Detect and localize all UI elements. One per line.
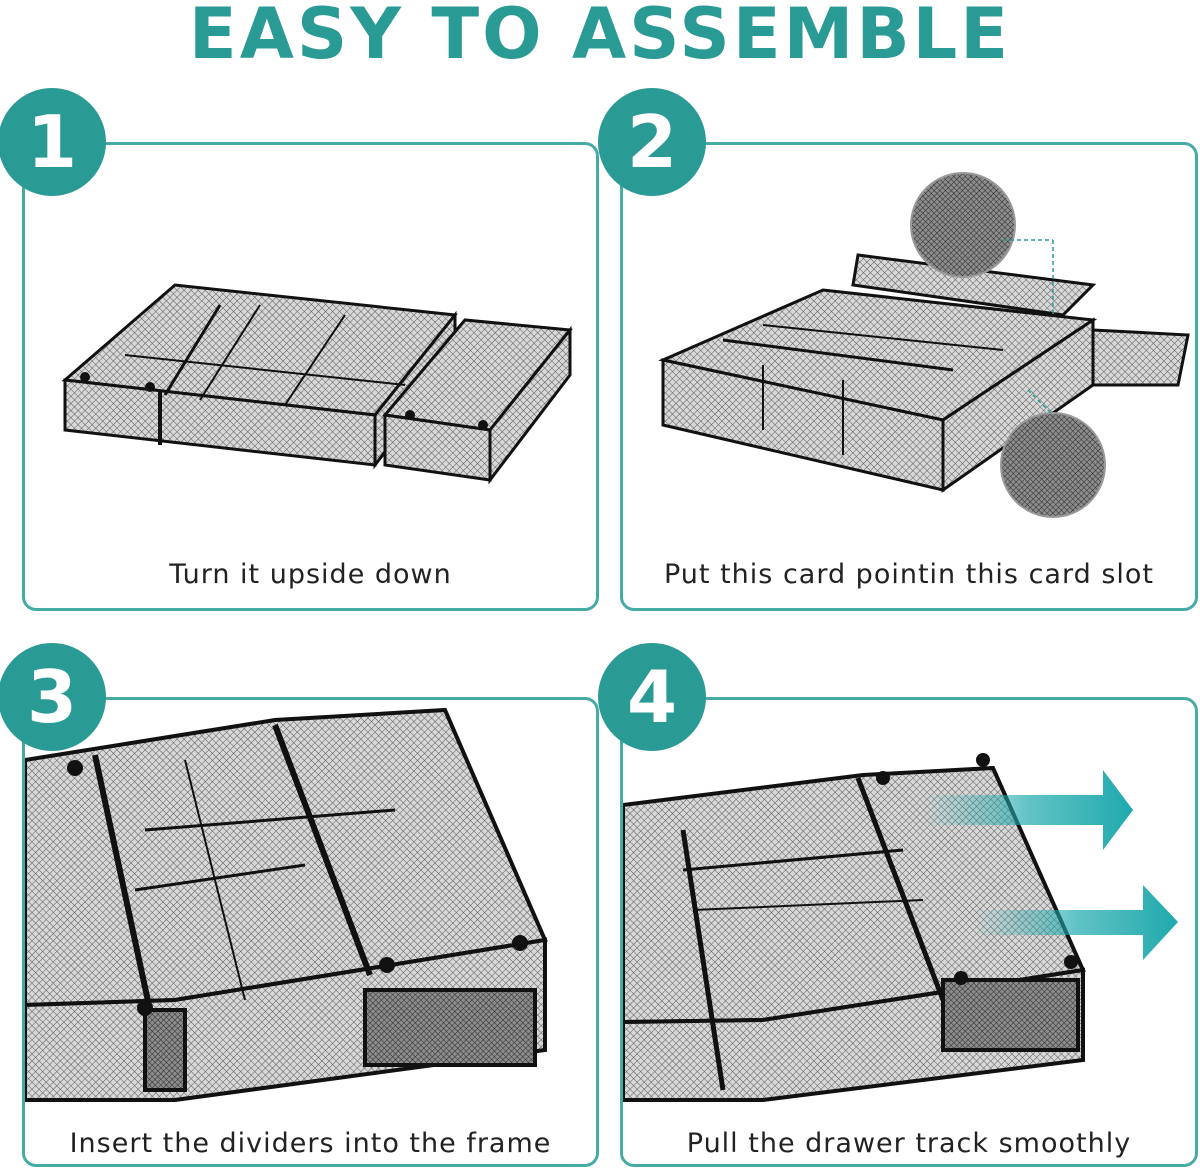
step-4-badge: 4: [598, 643, 706, 751]
step-3-illustration: [25, 707, 548, 1102]
step-1-badge: 1: [0, 88, 106, 196]
arrow-right-icon: [973, 885, 1178, 960]
arrow-right-icon: [923, 770, 1133, 850]
page-title: EASY TO ASSEMBLE: [188, 0, 1012, 75]
step-3-panel: Insert the dividers into the frame: [22, 697, 599, 1167]
step-1-caption: Turn it upside down: [169, 559, 452, 590]
step-1-panel: Turn it upside down: [22, 142, 599, 611]
step-1-illustration: [61, 283, 573, 485]
step-3-badge: 3: [0, 643, 106, 751]
step-3-caption: Insert the dividers into the frame: [25, 1124, 596, 1159]
step-2-badge: 2: [598, 88, 706, 196]
step-4-panel: Pull the drawer track smoothly: [620, 697, 1198, 1167]
step-2-caption: Put this card pointin this card slot: [664, 559, 1154, 590]
step-4-caption: Pull the drawer track smoothly: [623, 1124, 1195, 1159]
step-2-illustration: [658, 172, 1190, 518]
step-4-illustration: [623, 753, 1178, 1102]
step-2-panel: Put this card pointin this card slot: [620, 142, 1198, 611]
